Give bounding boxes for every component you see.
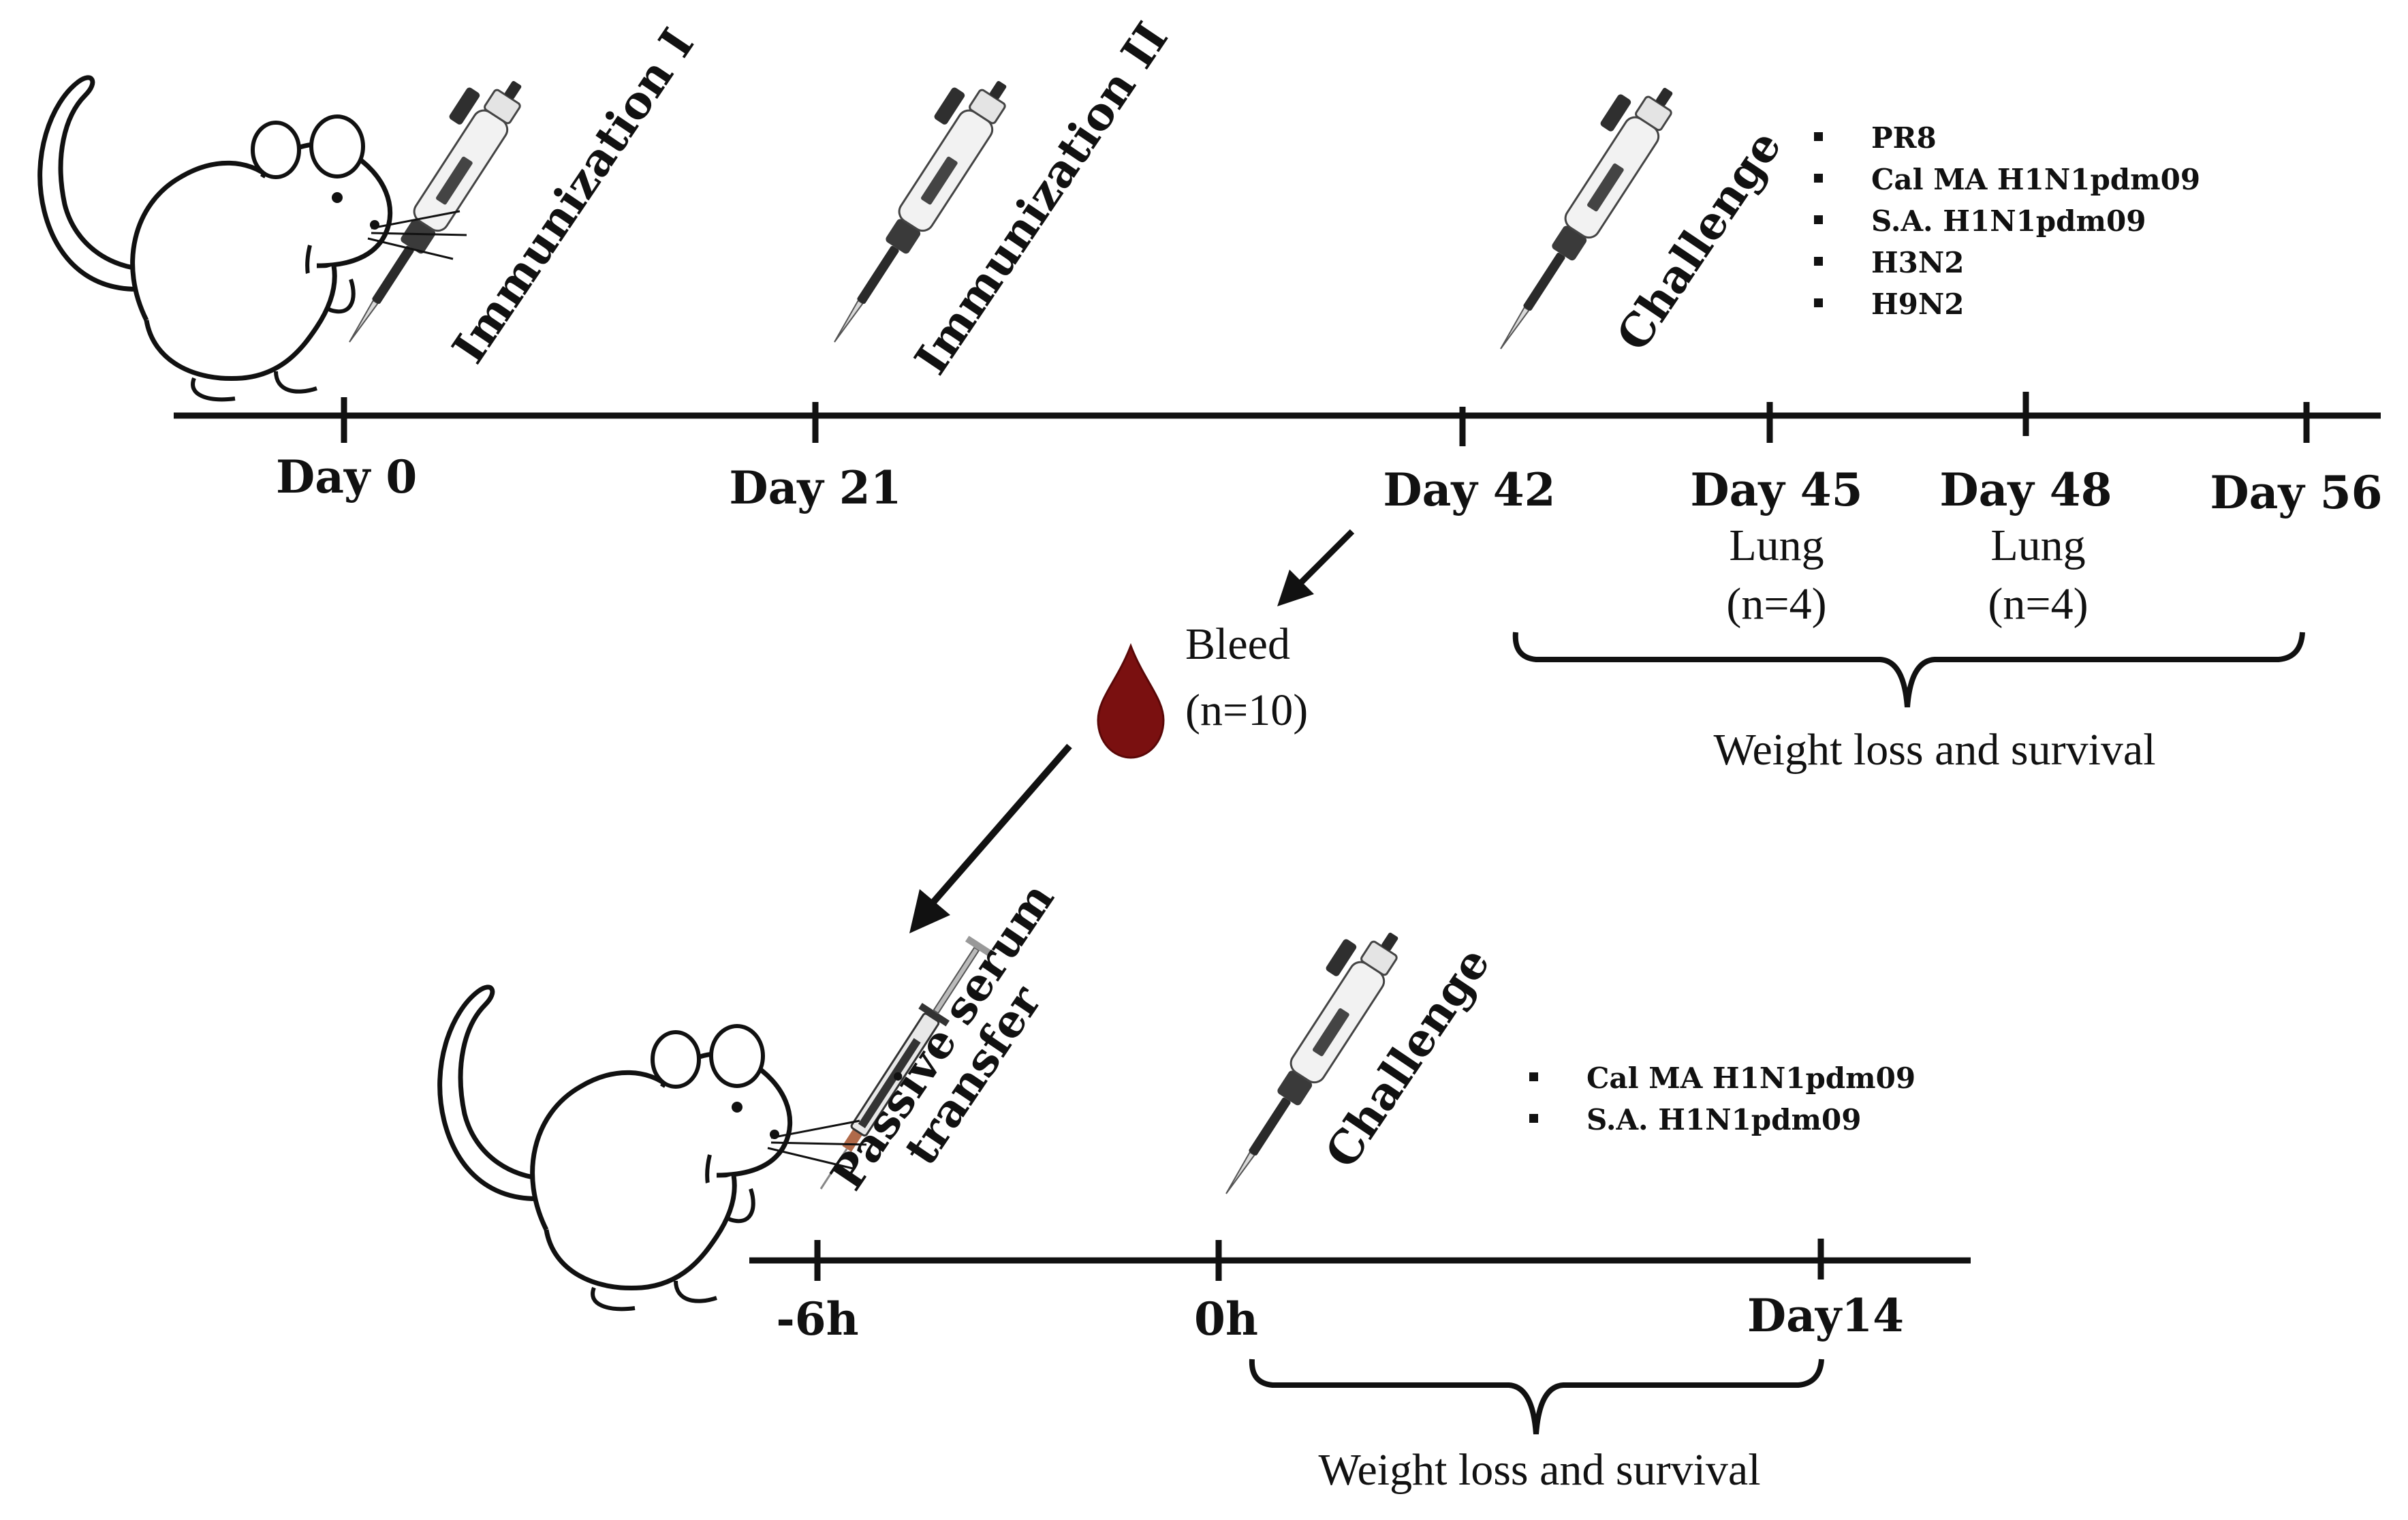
strain-item: S.A. H1N1pdm09 bbox=[1529, 1103, 1916, 1145]
tick-label: Day14 bbox=[1747, 1289, 1905, 1342]
tick-label: -6h bbox=[776, 1292, 859, 1346]
strain-item: Cal MA H1N1pdm09 bbox=[1814, 163, 2200, 204]
bottom-timeline-ticks bbox=[814, 1239, 1824, 1281]
strain-item: S.A. H1N1pdm09 bbox=[1814, 204, 2200, 246]
blood-drop-icon bbox=[1097, 642, 1165, 759]
top-strain-list: PR8 Cal MA H1N1pdm09 S.A. H1N1pdm09 H3N2… bbox=[1814, 121, 2200, 329]
strain-item: PR8 bbox=[1814, 121, 2200, 163]
strain-item: H3N2 bbox=[1814, 246, 2200, 288]
arrow-to-bleed bbox=[1277, 529, 1355, 606]
strain-item: H9N2 bbox=[1814, 288, 2200, 329]
tick-label: Day 21 bbox=[729, 461, 902, 514]
lung-label: Lung bbox=[1729, 521, 1824, 570]
bottom-outcome-label: Weight loss and survival bbox=[1318, 1445, 1761, 1495]
arrow-to-transfer bbox=[909, 743, 1072, 933]
tick-label: Day 56 bbox=[2210, 466, 2383, 519]
lung-n-label: (n=4) bbox=[1988, 579, 2089, 629]
bottom-strain-list: Cal MA H1N1pdm09 S.A. H1N1pdm09 bbox=[1529, 1061, 1916, 1145]
syringe-icon bbox=[819, 935, 992, 1190]
top-timeline-ticks bbox=[341, 392, 2310, 446]
lung-n-label: (n=4) bbox=[1726, 579, 1827, 629]
lung-label: Lung bbox=[1990, 521, 2086, 570]
tick-label: Day 42 bbox=[1383, 463, 1556, 516]
tick-label: 0h bbox=[1194, 1292, 1258, 1346]
top-outcome-label: Weight loss and survival bbox=[1713, 725, 2156, 775]
bleed-label: Bleed bbox=[1185, 619, 1290, 669]
top-outcome-brace bbox=[1512, 632, 2305, 708]
bleed-n-label: (n=10) bbox=[1185, 685, 1309, 735]
tick-label: Day 45 bbox=[1690, 463, 1863, 516]
tick-label: Day 0 bbox=[276, 450, 418, 503]
bottom-outcome-brace bbox=[1249, 1359, 1824, 1435]
tick-label: Day 48 bbox=[1939, 463, 2112, 516]
strain-item: Cal MA H1N1pdm09 bbox=[1529, 1061, 1916, 1103]
